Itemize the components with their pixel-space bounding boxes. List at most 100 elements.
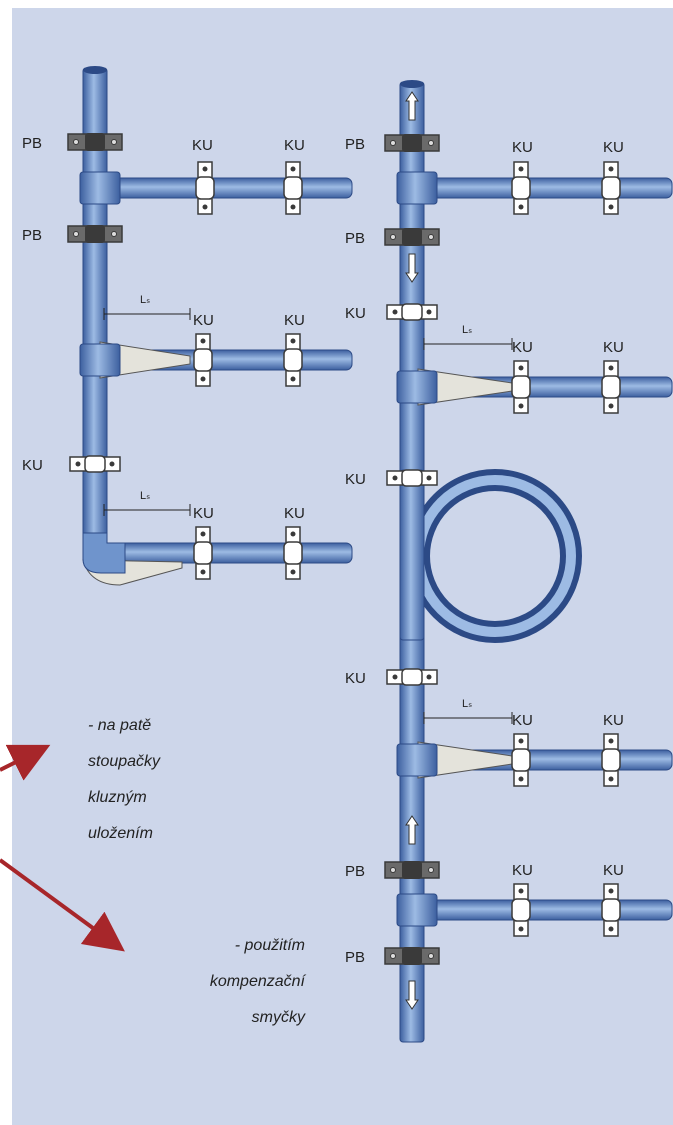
up-arrow-icon	[405, 91, 419, 121]
bolt-icon	[109, 461, 115, 467]
elbow-fitting	[82, 532, 126, 574]
bolt-icon	[608, 166, 614, 172]
clamp-band	[601, 375, 621, 399]
pipe-end-cap	[400, 80, 424, 88]
clamp-band	[402, 861, 422, 879]
bolt-icon	[392, 309, 398, 315]
dimension-label-ls: Lₛ	[462, 698, 472, 710]
label-ku: KU	[603, 862, 624, 879]
pipe-end-cap	[83, 66, 107, 74]
bolt-icon	[390, 953, 396, 959]
note-foot-slide-line: kluzným	[88, 789, 147, 806]
bolt-icon	[200, 531, 206, 537]
clamp-band	[85, 133, 105, 151]
clamp-band	[511, 375, 531, 399]
label-ku: KU	[193, 312, 214, 329]
clamp-band	[283, 348, 303, 372]
label-pb: PB	[345, 949, 365, 966]
clamp-band	[401, 469, 423, 487]
bolt-icon	[200, 338, 206, 344]
dimension-label-ls: Lₛ	[462, 324, 472, 336]
label-ku: KU	[345, 305, 366, 322]
label-ku: KU	[512, 339, 533, 356]
bolt-icon	[290, 376, 296, 382]
bolt-icon	[111, 231, 117, 237]
down-arrow-icon	[405, 253, 419, 283]
note-loop-line: smyčky	[252, 1009, 306, 1026]
label-ku: KU	[345, 471, 366, 488]
down-arrow-icon	[405, 980, 419, 1010]
riser-pipe	[399, 469, 425, 641]
label-ku: KU	[192, 137, 213, 154]
note-loop-line: kompenzační	[210, 973, 307, 990]
bolt-icon	[608, 926, 614, 932]
bolt-icon	[290, 531, 296, 537]
bolt-icon	[392, 475, 398, 481]
tee-fitting	[396, 893, 438, 927]
branch-pipe	[104, 177, 353, 199]
bolt-icon	[518, 365, 524, 371]
bolt-icon	[518, 204, 524, 210]
clamp-band	[195, 176, 215, 200]
bolt-icon	[73, 231, 79, 237]
clamp-band	[511, 748, 531, 772]
label-ku: KU	[512, 862, 533, 879]
dimension-label-ls: Lₛ	[140, 294, 150, 306]
label-ku: KU	[603, 139, 624, 156]
bolt-icon	[518, 888, 524, 894]
branch-pipe	[104, 542, 353, 564]
bolt-icon	[202, 166, 208, 172]
bolt-icon	[75, 461, 81, 467]
label-ku: KU	[284, 505, 305, 522]
clamp-band	[601, 748, 621, 772]
bolt-icon	[202, 204, 208, 210]
bolt-icon	[290, 338, 296, 344]
label-ku: KU	[193, 505, 214, 522]
bolt-icon	[608, 204, 614, 210]
bolt-icon	[428, 140, 434, 146]
bolt-icon	[428, 867, 434, 873]
bolt-icon	[73, 139, 79, 145]
clamp-band	[511, 176, 531, 200]
tee-fitting	[396, 171, 438, 205]
bolt-icon	[518, 926, 524, 932]
red-arrow-icon	[0, 744, 51, 781]
clamp-band	[401, 668, 423, 686]
bolt-icon	[200, 376, 206, 382]
bolt-icon	[290, 166, 296, 172]
bolt-icon	[392, 674, 398, 680]
bolt-icon	[518, 776, 524, 782]
clamp-band	[85, 225, 105, 243]
label-ku: KU	[512, 139, 533, 156]
label-ku: KU	[345, 670, 366, 687]
clamp-band	[84, 455, 106, 473]
clamp-band	[601, 176, 621, 200]
tee-fitting	[396, 370, 438, 404]
label-pb: PB	[22, 135, 42, 152]
label-pb: PB	[345, 230, 365, 247]
label-pb: PB	[345, 136, 365, 153]
note-loop-line: - použitím	[235, 937, 305, 954]
label-ku: KU	[512, 712, 533, 729]
bolt-icon	[290, 569, 296, 575]
bolt-icon	[608, 403, 614, 409]
clamp-band	[283, 176, 303, 200]
note-foot-slide-line: - na patě	[88, 717, 151, 734]
bolt-icon	[290, 204, 296, 210]
clamp-band	[402, 947, 422, 965]
clamp-band	[511, 898, 531, 922]
clamp-band	[283, 541, 303, 565]
red-arrow-icon	[0, 858, 125, 952]
clamp-band	[193, 541, 213, 565]
tee-fitting	[396, 743, 438, 777]
branch-pipe	[419, 899, 673, 921]
clamp-band	[601, 898, 621, 922]
clamp-band	[402, 134, 422, 152]
bolt-icon	[518, 738, 524, 744]
bolt-icon	[608, 738, 614, 744]
label-ku: KU	[284, 312, 305, 329]
bolt-icon	[390, 867, 396, 873]
bolt-icon	[426, 309, 432, 315]
bolt-icon	[390, 140, 396, 146]
label-ku: KU	[603, 339, 624, 356]
